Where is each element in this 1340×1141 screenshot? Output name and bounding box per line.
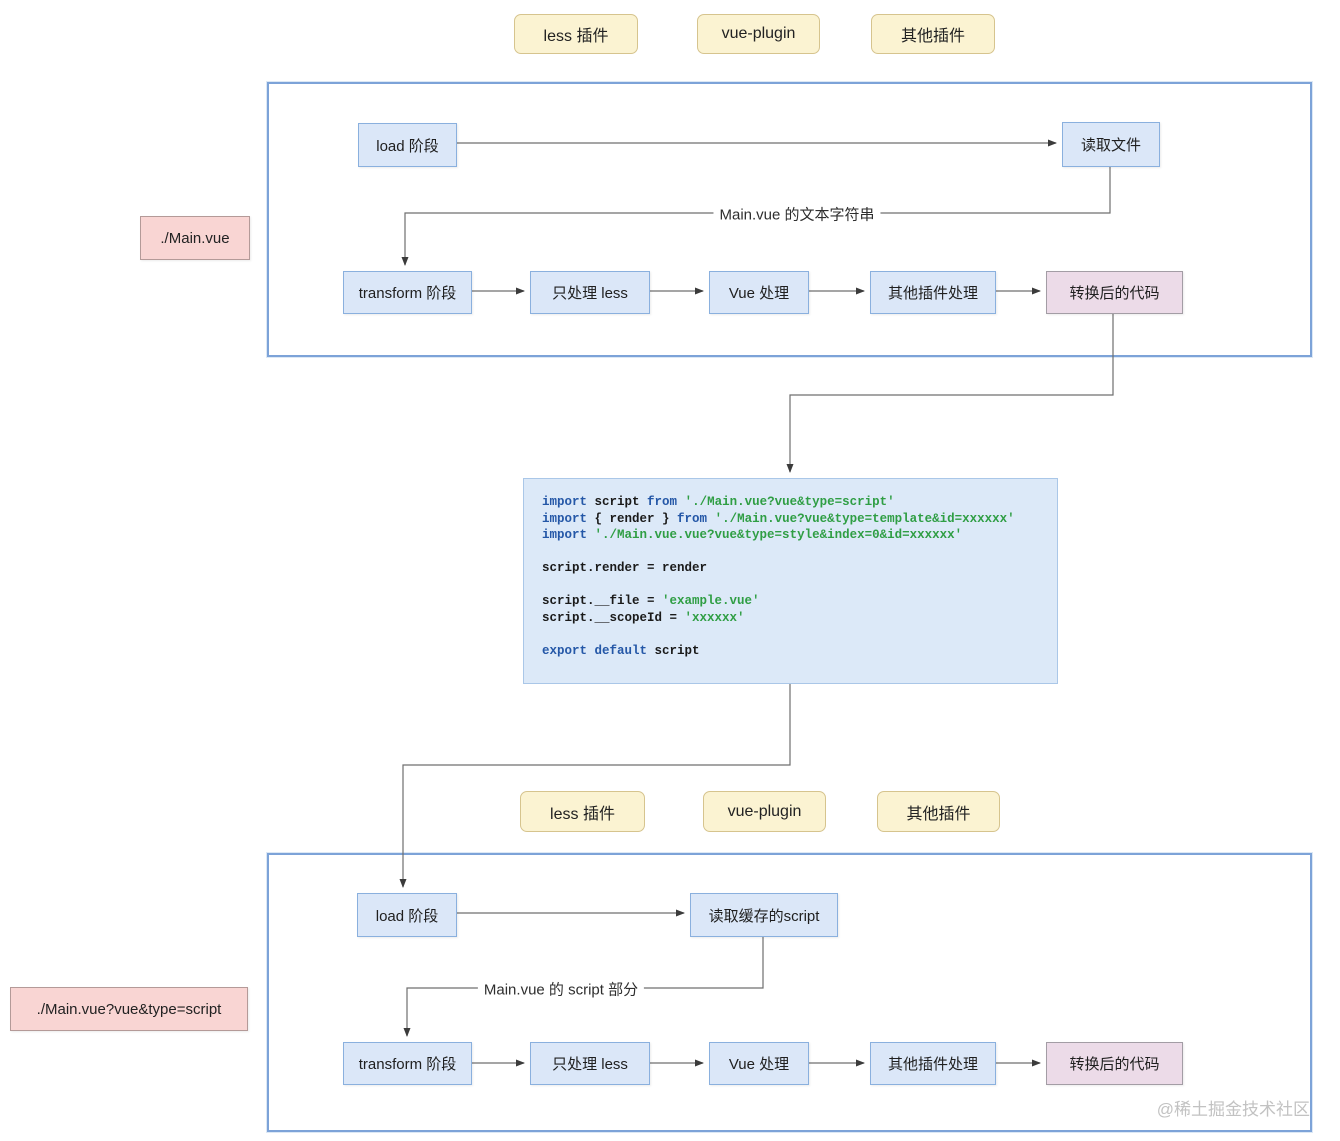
node-transformed-code-bottom: 转换后的代码 [1046,1042,1183,1085]
node-less-only-top: 只处理 less [530,271,650,314]
edge-label-text-string: Main.vue 的文本字符串 [713,203,881,225]
node-transform-stage-bottom: transform 阶段 [343,1042,472,1085]
side-label-main-vue-script: ./Main.vue?vue&type=script [10,987,248,1031]
code-lines: import script from './Main.vue?vue&type=… [542,495,1015,658]
plugin-tag-vue-bottom: vue-plugin [703,791,826,832]
code-block: import script from './Main.vue?vue&type=… [523,478,1058,684]
node-other-plugins-bottom: 其他插件处理 [870,1042,996,1085]
node-vue-process-top: Vue 处理 [709,271,809,314]
plugin-tag-less-top: less 插件 [514,14,638,54]
node-transformed-code-top: 转换后的代码 [1046,271,1183,314]
plugin-tag-other-top: 其他插件 [871,14,995,54]
node-less-only-bottom: 只处理 less [530,1042,650,1085]
plugin-tag-other-bottom: 其他插件 [877,791,1000,832]
node-load-stage-bottom: load 阶段 [357,893,457,937]
node-other-plugins-top: 其他插件处理 [870,271,996,314]
node-vue-process-bottom: Vue 处理 [709,1042,809,1085]
plugin-tag-vue-top: vue-plugin [697,14,820,54]
edge-label-script-part: Main.vue 的 script 部分 [477,978,645,1000]
node-read-cached-script: 读取缓存的script [690,893,838,937]
node-load-stage-top: load 阶段 [358,123,457,167]
juejin-watermark: @稀土掘金技术社区 [1156,1100,1310,1119]
side-label-main-vue: ./Main.vue [140,216,250,260]
node-read-file: 读取文件 [1062,122,1160,167]
node-transform-stage-top: transform 阶段 [343,271,472,314]
plugin-tag-less-bottom: less 插件 [520,791,645,832]
